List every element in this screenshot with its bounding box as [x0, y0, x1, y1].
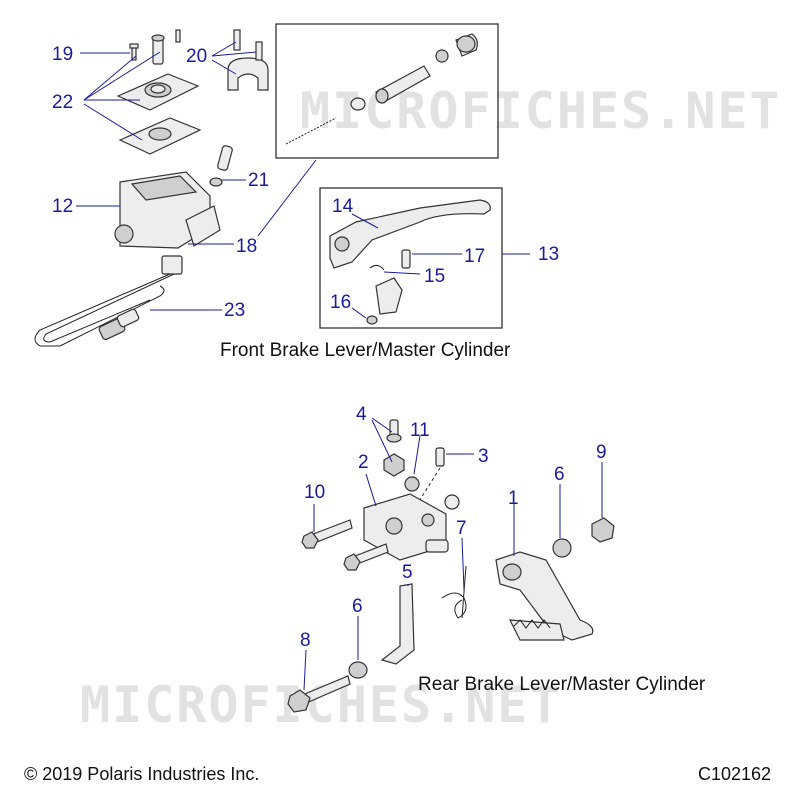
caption-rear: Rear Brake Lever/Master Cylinder [418, 674, 706, 695]
leader-16 [351, 307, 367, 319]
fitting-3 [415, 447, 445, 507]
bolt-8 [287, 675, 351, 713]
rear-master-cylinder [363, 493, 449, 561]
callout-15: 15 [424, 266, 445, 287]
callout-19: 19 [52, 44, 73, 65]
callout-18: 18 [236, 236, 257, 257]
callout-10: 10 [304, 482, 325, 503]
pin-21 [209, 145, 233, 187]
leader-22d [83, 103, 143, 141]
callout-6-upper: 6 [554, 464, 565, 485]
leader-20c [211, 59, 237, 75]
callout-20: 20 [186, 46, 207, 67]
callout-2: 2 [358, 452, 369, 473]
callout-5: 5 [402, 562, 413, 583]
callout-21: 21 [248, 170, 269, 191]
bolt-10 [301, 519, 353, 549]
callout-22: 22 [52, 92, 73, 113]
reservoir-cap [116, 73, 200, 111]
callout-12: 12 [52, 196, 73, 217]
pushrod [380, 583, 415, 665]
nut-9 [591, 517, 615, 543]
leader-4b [371, 419, 393, 463]
clamp-20 [227, 29, 269, 91]
callout-11: 11 [410, 420, 430, 441]
leader-15 [383, 271, 421, 275]
return-spring [441, 565, 467, 619]
screw-small [175, 29, 181, 43]
callout-9: 9 [596, 442, 607, 463]
washer-6-lower [348, 661, 368, 679]
leader-7 [461, 537, 465, 591]
washer-small [444, 494, 460, 510]
washer-11 [404, 476, 420, 492]
leader-8 [303, 649, 307, 691]
callout-17: 17 [464, 246, 485, 267]
leader-2 [365, 473, 377, 507]
callout-8: 8 [300, 630, 311, 651]
washer-6 [552, 538, 572, 558]
bolt-lower [343, 543, 389, 571]
callout-4: 4 [356, 404, 367, 425]
leader-20a [211, 41, 237, 57]
copyright-text: © 2019 Polaris Industries Inc. [24, 764, 259, 784]
detail-box-13 [319, 187, 503, 329]
leader-4a [371, 417, 393, 433]
detail-box-18 [275, 23, 499, 159]
leader-11 [413, 435, 421, 475]
callout-3: 3 [478, 446, 489, 467]
leader-14 [351, 213, 379, 229]
callout-14: 14 [332, 196, 354, 217]
callout-13: 13 [538, 244, 559, 265]
reservoir-diaphragm [118, 117, 202, 155]
callout-23: 23 [224, 300, 245, 321]
screw-19 [129, 43, 139, 61]
callout-16: 16 [330, 292, 351, 313]
callout-6-lower: 6 [352, 596, 363, 617]
brake-pedal [495, 551, 594, 641]
leader-22b [83, 51, 161, 101]
leader-18b [257, 159, 317, 237]
master-cylinder-body [114, 171, 221, 249]
brake-lever [329, 199, 491, 325]
piston-assembly [285, 33, 478, 145]
leader-20b [211, 51, 257, 57]
brake-light-cable [34, 255, 183, 347]
watermark-top: MICROFICHES.NET [300, 82, 782, 140]
callout-1: 1 [508, 488, 519, 509]
leader-22a [83, 55, 137, 101]
diagram-code: C102162 [698, 764, 771, 784]
caption-front: Front Brake Lever/Master Cylinder [220, 340, 511, 361]
callout-7: 7 [456, 518, 467, 539]
bolt-top [151, 34, 165, 65]
watermark-bottom: MICROFICHES.NET [80, 676, 562, 734]
